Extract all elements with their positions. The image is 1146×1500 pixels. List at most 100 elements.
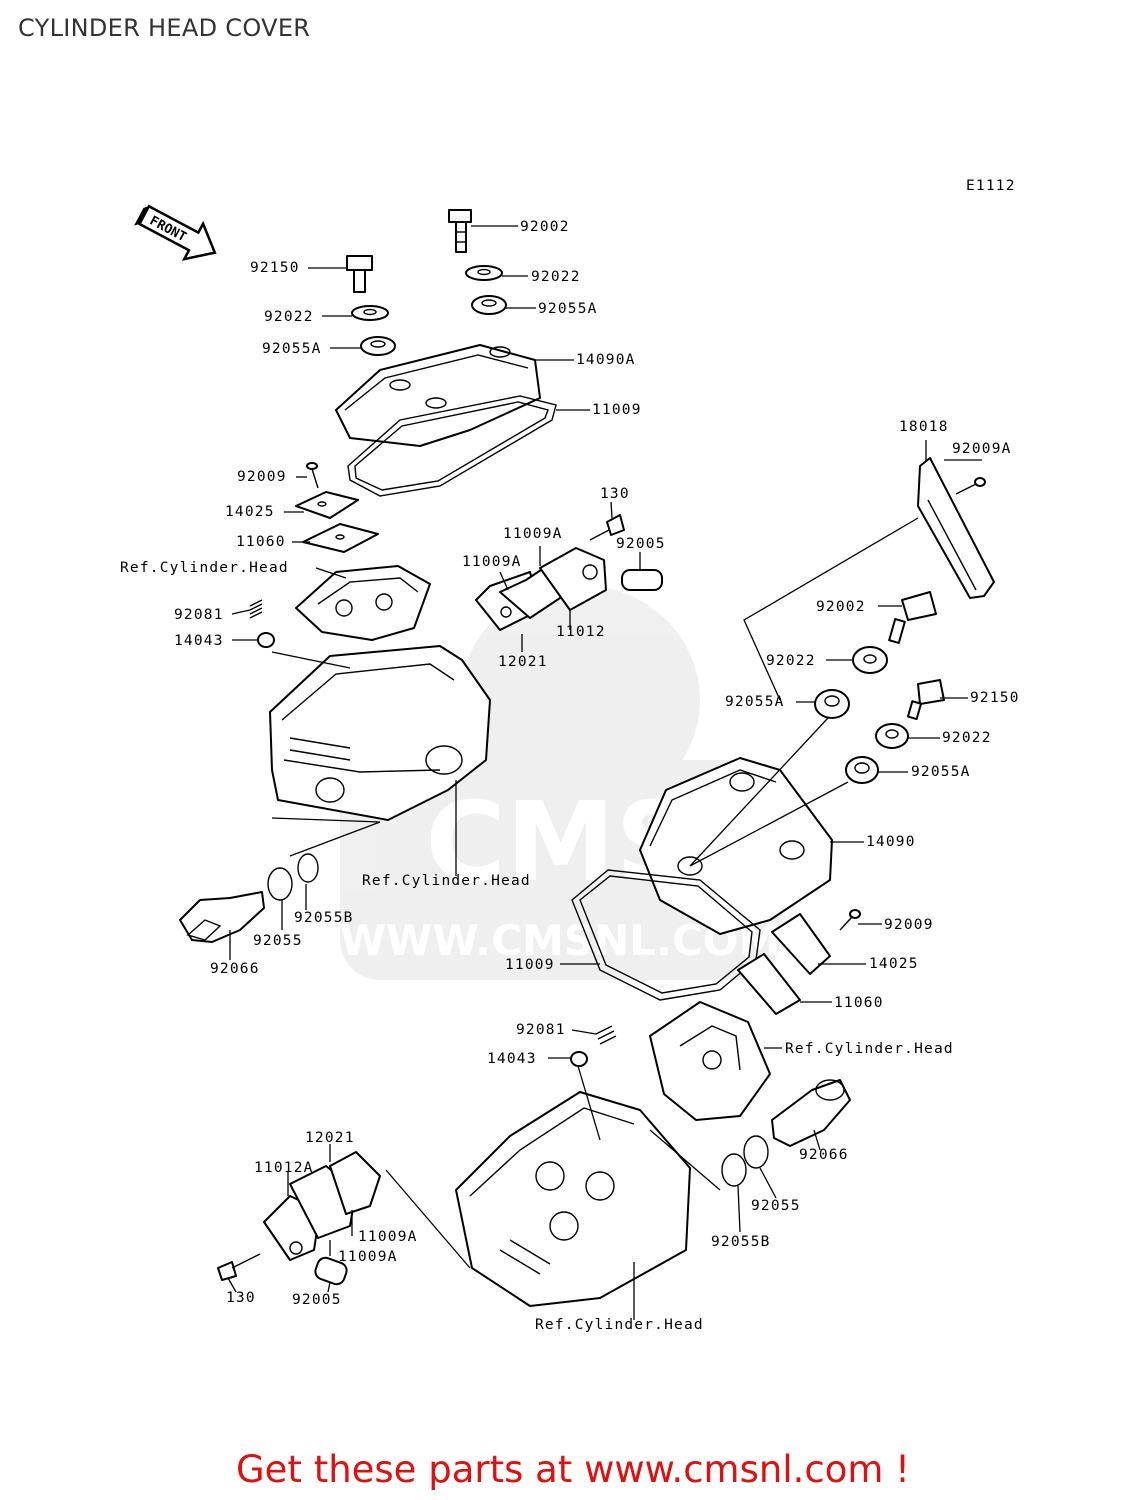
part-label: Ref.Cylinder.Head xyxy=(120,560,289,576)
part-label: 130 xyxy=(226,1290,256,1306)
leader-lines xyxy=(227,225,982,1320)
bolt-130-left xyxy=(589,514,625,541)
part-label: 92081 xyxy=(174,607,224,623)
bolt-130-right xyxy=(217,1253,261,1281)
part-label: 11060 xyxy=(236,534,286,550)
part-label: 11009A xyxy=(358,1229,418,1245)
intake-stack-left xyxy=(475,547,607,631)
part-label: 92150 xyxy=(970,690,1020,706)
part-label: 92150 xyxy=(250,260,300,276)
cylinder-head-cover-14090A xyxy=(335,344,541,447)
part-label: Ref.Cylinder.Head xyxy=(535,1317,704,1333)
o-ring-92055-right xyxy=(743,1135,769,1169)
part-label: 92055A xyxy=(911,764,971,780)
part-label: 14090A xyxy=(576,352,636,368)
part-label: 14025 xyxy=(869,956,919,972)
cylinder-head-right xyxy=(455,1091,691,1307)
part-label: 92055 xyxy=(253,933,303,949)
bolt-92002-right xyxy=(888,591,937,644)
diagram-code: E1112 xyxy=(966,178,1016,194)
part-label: 92022 xyxy=(531,269,581,285)
grommet-92055A-a xyxy=(471,295,507,315)
part-label: 92055A xyxy=(538,301,598,317)
part-label: 14090 xyxy=(866,834,916,850)
spring-92081-left xyxy=(249,599,263,619)
screw-92009-right xyxy=(839,909,861,931)
chain-guide-18018 xyxy=(917,457,995,599)
washer-92022-b xyxy=(351,305,389,321)
plate-11060-left xyxy=(302,523,379,553)
spring-92081-right xyxy=(595,1025,617,1045)
part-label: 11012 xyxy=(556,624,606,640)
cylinder-head-cover-14090 xyxy=(639,757,833,935)
bolt-92150-top xyxy=(346,255,373,293)
gasket-11009-top xyxy=(347,395,557,497)
part-label: 92081 xyxy=(516,1022,566,1038)
part-label: 92005 xyxy=(292,1292,342,1308)
part-label: 14043 xyxy=(174,633,224,649)
part-label: 92066 xyxy=(210,961,260,977)
part-labels: 92002 92150 92022 92022 92055A 92055A 14… xyxy=(120,219,1020,1333)
part-label: 11009A xyxy=(503,526,563,542)
rocker-housing-left xyxy=(295,565,431,641)
part-label: 92009A xyxy=(952,441,1012,457)
grommet-92055A-c xyxy=(814,689,850,719)
plug-92066-left xyxy=(179,891,265,943)
o-ring-92055B-right xyxy=(721,1153,747,1187)
part-label: 92022 xyxy=(264,309,314,325)
plug-92066-right xyxy=(771,1079,851,1147)
part-label: 11060 xyxy=(834,995,884,1011)
washer-92022-a xyxy=(465,265,503,281)
part-label: 11009 xyxy=(592,402,642,418)
part-label: 11009 xyxy=(505,957,555,973)
cta-link[interactable]: Get these parts at www.cmsnl.com ! xyxy=(235,1448,910,1491)
o-ring-92055-left xyxy=(267,867,293,901)
part-label: 92022 xyxy=(942,730,992,746)
rocker-housing-right xyxy=(649,1001,771,1121)
washer-92022-d xyxy=(875,723,909,749)
part-label: 12021 xyxy=(305,1130,355,1146)
washer-92022-c xyxy=(852,646,888,674)
cylinder-head-left xyxy=(269,645,491,821)
part-label: 92066 xyxy=(799,1147,849,1163)
grommet-92055A-d xyxy=(845,756,879,784)
front-arrow-icon: FRONT xyxy=(134,204,217,261)
part-label: 11009A xyxy=(462,554,522,570)
part-label: Ref.Cylinder.Head xyxy=(785,1041,954,1057)
dowel-92005-left xyxy=(621,569,663,591)
part-label: 92009 xyxy=(884,917,934,933)
part-label: 12021 xyxy=(498,654,548,670)
cap-14043-right xyxy=(570,1051,588,1067)
screw-92009A xyxy=(955,477,986,495)
part-label: 92055A xyxy=(725,694,785,710)
part-label: 130 xyxy=(600,486,630,502)
part-label: 18018 xyxy=(899,419,949,435)
part-label: 92055B xyxy=(711,1234,771,1250)
screw-92009-left xyxy=(306,462,319,489)
bolt-92002-top xyxy=(448,209,472,253)
cap-14043-left xyxy=(257,632,275,648)
plate-14025-left xyxy=(295,491,359,519)
part-label: 92002 xyxy=(520,219,570,235)
part-label: 14025 xyxy=(225,504,275,520)
part-label: 11009A xyxy=(338,1249,398,1265)
part-label: 92055A xyxy=(262,341,322,357)
intake-stack-right xyxy=(263,1151,381,1261)
bolt-92150-right xyxy=(906,679,945,721)
page-title: CYLINDER HEAD COVER xyxy=(18,14,311,42)
part-label: 92005 xyxy=(616,536,666,552)
plate-11060-right xyxy=(737,953,801,1015)
grommet-92055A-b xyxy=(360,336,396,356)
part-label: 92055 xyxy=(751,1198,801,1214)
part-label: 14043 xyxy=(487,1051,537,1067)
dowel-92005-right xyxy=(314,1256,348,1286)
part-label: 92055B xyxy=(294,910,354,926)
part-label: 92009 xyxy=(237,469,287,485)
part-label: Ref.Cylinder.Head xyxy=(362,873,531,889)
part-label: 92022 xyxy=(766,653,816,669)
part-label: 92002 xyxy=(816,599,866,615)
plate-14025-right xyxy=(771,913,831,975)
part-label: 11012A xyxy=(254,1160,314,1176)
o-ring-92055B-left xyxy=(297,853,319,883)
exploded-parts-diagram: CMS WWW.CMSNL.COM E1112 FRONT xyxy=(120,178,1020,1333)
